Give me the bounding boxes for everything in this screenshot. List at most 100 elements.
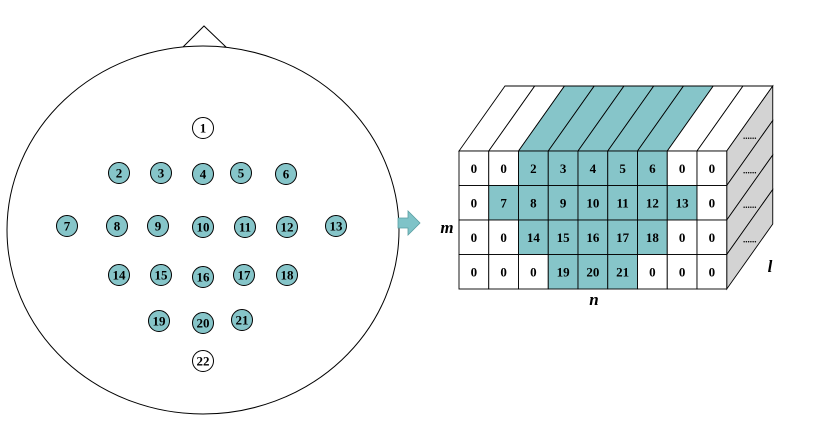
grid-cell: 0: [666, 254, 698, 290]
electrode-label: 15: [155, 268, 169, 283]
grid-cell-value: 0: [649, 264, 656, 279]
electrode: 12: [276, 216, 298, 238]
grid-cell-box: [637, 219, 668, 255]
electrode: 6: [275, 163, 297, 185]
electrode-dot: [192, 216, 214, 238]
grid-cell-value: 0: [500, 264, 507, 279]
grid-cell: 0: [696, 150, 728, 186]
electrode: 4: [192, 163, 214, 185]
grid-cell: 18: [637, 219, 668, 255]
grid-cell-value: 15: [557, 230, 571, 245]
grid-cell-box: [637, 254, 668, 290]
grid-cell: 5: [607, 150, 638, 186]
grid-cell-box: [577, 150, 609, 186]
grid-cell-box: [458, 150, 490, 186]
electrode-dot: [192, 350, 214, 372]
grid-cell: 17: [607, 219, 638, 255]
grid-cell: 10: [577, 185, 609, 221]
grid-cell-box: [637, 185, 668, 221]
electrode: 1: [192, 117, 214, 139]
electrode-dot: [230, 162, 252, 184]
grid-cell-box: [666, 254, 698, 290]
electrode-label: 12: [281, 220, 294, 235]
grid-cell-value: 0: [709, 230, 716, 245]
grid-cell: 0: [637, 254, 668, 290]
grid-cell: 0: [666, 219, 698, 255]
nose-triangle: [181, 25, 228, 48]
grid-cell: 15: [547, 219, 579, 255]
grid-cell: 11: [607, 185, 638, 221]
grid-cell-value: 0: [679, 264, 686, 279]
electrode: 5: [230, 162, 252, 184]
grid-cell-box: [607, 185, 638, 221]
grid-cell-box: [577, 219, 609, 255]
grid-cell: 8: [518, 185, 549, 221]
electrode: 10: [192, 216, 214, 238]
axis-label-n: n: [589, 290, 598, 309]
grid-cell: 0: [696, 185, 728, 221]
depth-dots: ......: [743, 131, 757, 141]
grid-top-face: [458, 85, 774, 152]
grid-cell: 0: [488, 150, 519, 186]
electrode-label: 22: [197, 354, 210, 369]
depth-dots: ......: [743, 234, 757, 244]
electrode: 20: [192, 312, 214, 334]
electrode-dot: [234, 216, 256, 238]
grid-cell-box: [547, 150, 579, 186]
grid-cell: 21: [607, 254, 638, 290]
grid-cell-value: 17: [616, 230, 630, 245]
grid-cell-box: [696, 185, 728, 221]
electrode: 2: [108, 162, 130, 184]
grid-cell-value: 0: [471, 230, 478, 245]
electrode-label: 17: [238, 268, 252, 283]
grid-cell: 0: [488, 254, 519, 290]
grid-cell-value: 7: [500, 195, 507, 210]
electrode-label: 5: [238, 166, 245, 181]
electrode-label: 19: [153, 314, 167, 329]
grid-cell-box: [607, 150, 638, 186]
electrode-label: 3: [158, 166, 165, 181]
electrode: 17: [233, 264, 255, 286]
electrode: 16: [192, 266, 214, 288]
grid-cell-value: 9: [560, 195, 567, 210]
electrode-dot: [108, 264, 130, 286]
electrode-label: 6: [283, 167, 290, 182]
electrode-dot: [275, 163, 297, 185]
electrode-dot: [192, 163, 214, 185]
grid-cell: 13: [666, 185, 698, 221]
grid-cell-box: [547, 254, 579, 290]
grid-cell: 3: [547, 150, 579, 186]
electrode-label: 9: [155, 219, 162, 234]
grid-cell-box: [577, 185, 609, 221]
axis-label-m: m: [440, 218, 453, 237]
electrode-label: 8: [114, 219, 121, 234]
grid-cell: 4: [577, 150, 609, 186]
grid-cell-box: [458, 254, 490, 290]
grid-cell-value: 16: [586, 230, 600, 245]
electrode-dot: [148, 310, 170, 332]
grid-cell-value: 3: [560, 161, 567, 176]
electrode-dot: [56, 215, 78, 237]
grid-cell: 0: [458, 150, 490, 186]
electrode-dot: [276, 216, 298, 238]
electrode: 7: [56, 215, 78, 237]
electrode-dot: [276, 264, 298, 286]
electrode-dot: [150, 162, 172, 184]
grid-cell: 20: [577, 254, 609, 290]
grid-cell: 9: [547, 185, 579, 221]
grid-cell: 0: [458, 185, 490, 221]
grid-cell-box: [458, 185, 490, 221]
electrode-dot: [150, 264, 172, 286]
electrode-label: 14: [113, 268, 127, 283]
grid-cell-box: [547, 185, 579, 221]
grid-cell-value: 0: [679, 161, 686, 176]
grid-cell-value: 0: [500, 161, 507, 176]
grid-cell-value: 0: [500, 230, 507, 245]
grid-cell: 0: [696, 254, 728, 290]
electrode: 15: [150, 264, 172, 286]
grid-cell-value: 0: [709, 264, 716, 279]
electrode: 3: [150, 162, 172, 184]
